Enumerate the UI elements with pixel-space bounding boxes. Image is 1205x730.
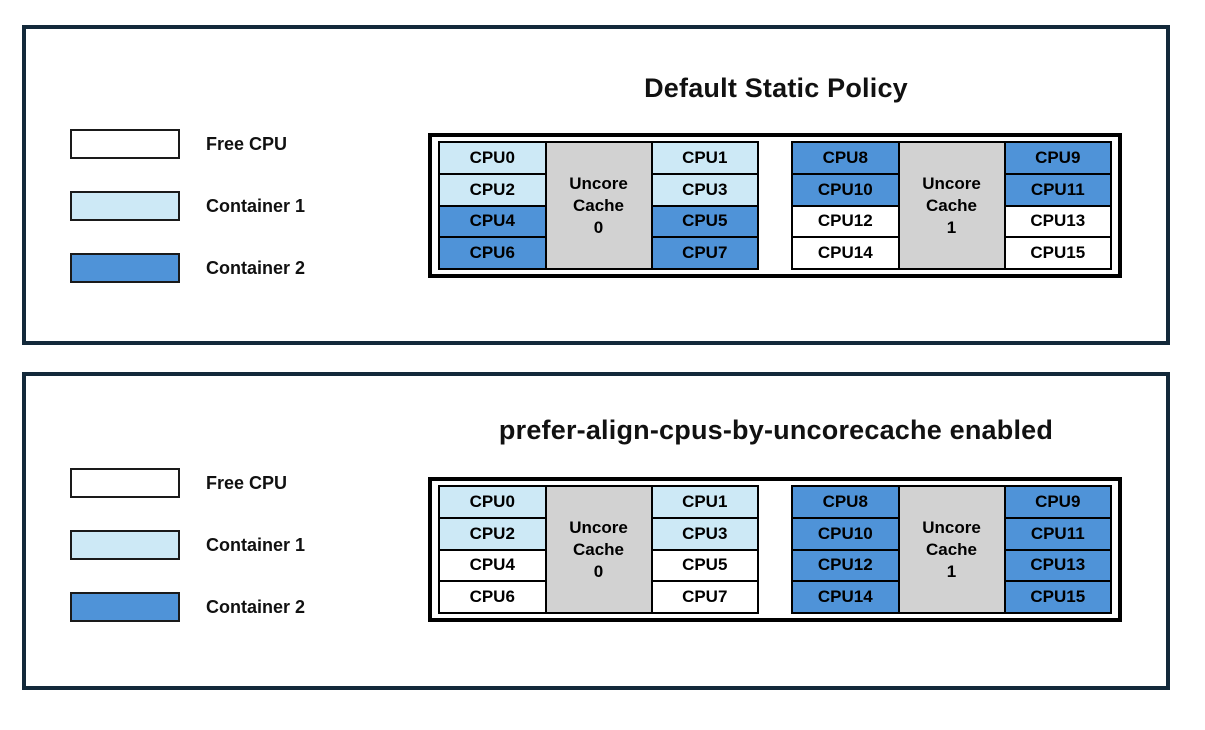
cpu-column-left: CPU0 CPU2 CPU4 CPU6 bbox=[438, 141, 547, 270]
cpu-cell-cpu8: CPU8 bbox=[791, 485, 900, 519]
uncore-cache-1-group: CPU8 CPU10 CPU12 CPU14 Uncore Cache 1 CP… bbox=[791, 141, 1112, 270]
cpu-cell-cpu3: CPU3 bbox=[650, 172, 759, 207]
legend-label-container-2: Container 2 bbox=[206, 596, 306, 617]
legend-label-container-1: Container 1 bbox=[206, 534, 306, 555]
legend-label-free-cpu: Free CPU bbox=[206, 472, 288, 493]
uncore-cache-0-box: Uncore Cache 0 bbox=[544, 485, 653, 614]
cpu-cell-cpu5: CPU5 bbox=[650, 204, 759, 239]
cpu-column-right: CPU9 CPU11 CPU13 CPU15 bbox=[1003, 485, 1112, 614]
uncore-cache-0-box: Uncore Cache 0 bbox=[544, 141, 653, 270]
legend-swatch-container-1 bbox=[70, 530, 180, 560]
cpu-cell-cpu5: CPU5 bbox=[650, 548, 759, 583]
cpu-cell-cpu12: CPU12 bbox=[791, 548, 900, 583]
panel-title: Default Static Policy bbox=[644, 73, 908, 103]
cpu-column-right: CPU1 CPU3 CPU5 CPU7 bbox=[650, 141, 759, 270]
cpu-cell-cpu9: CPU9 bbox=[1003, 485, 1112, 519]
cpu-cell-cpu0: CPU0 bbox=[438, 485, 547, 519]
cpu-cell-cpu11: CPU11 bbox=[1003, 172, 1112, 207]
uncore-cache-1-box: Uncore Cache 1 bbox=[897, 485, 1006, 614]
cpu-cell-cpu7: CPU7 bbox=[650, 580, 759, 614]
uncore-cache-1-box: Uncore Cache 1 bbox=[897, 141, 1006, 270]
cpu-cell-cpu10: CPU10 bbox=[791, 516, 900, 551]
legend-swatch-container-1 bbox=[70, 191, 180, 221]
cpu-cell-cpu2: CPU2 bbox=[438, 516, 547, 551]
policy-panel-default-static: Default Static Policy Free CPU Container… bbox=[22, 25, 1170, 345]
cpu-column-left: CPU0 CPU2 CPU4 CPU6 bbox=[438, 485, 547, 614]
cpu-cell-cpu14: CPU14 bbox=[791, 580, 900, 614]
cpu-cell-cpu15: CPU15 bbox=[1003, 580, 1112, 614]
cpu-cell-cpu1: CPU1 bbox=[650, 485, 759, 519]
cpu-cell-cpu6: CPU6 bbox=[438, 236, 547, 270]
cpu-cell-cpu2: CPU2 bbox=[438, 172, 547, 207]
uncore-cache-1-group: CPU8 CPU10 CPU12 CPU14 Uncore Cache 1 CP… bbox=[791, 485, 1112, 614]
cpu-cell-cpu14: CPU14 bbox=[791, 236, 900, 270]
cpu-column-left: CPU8 CPU10 CPU12 CPU14 bbox=[791, 485, 900, 614]
legend-item-free-cpu: Free CPU bbox=[70, 129, 305, 159]
legend-label-container-1: Container 1 bbox=[206, 195, 306, 216]
cpu-cell-cpu4: CPU4 bbox=[438, 204, 547, 239]
cpu-cell-cpu9: CPU9 bbox=[1003, 141, 1112, 175]
cpu-column-right: CPU9 CPU11 CPU13 CPU15 bbox=[1003, 141, 1112, 270]
cpu-topology-diagram: CPU0 CPU2 CPU4 CPU6 Uncore Cache 0 CPU1 … bbox=[428, 477, 1122, 622]
legend-item-container-2: Container 2 bbox=[70, 592, 305, 622]
policy-panel-uncorecache-enabled: prefer-align-cpus-by-uncorecache enabled… bbox=[22, 372, 1170, 690]
legend-swatch-free-cpu bbox=[70, 468, 180, 498]
uncore-cache-0-group: CPU0 CPU2 CPU4 CPU6 Uncore Cache 0 CPU1 … bbox=[438, 485, 759, 614]
cpu-cell-cpu7: CPU7 bbox=[650, 236, 759, 270]
cpu-cell-cpu10: CPU10 bbox=[791, 172, 900, 207]
cpu-column-right: CPU1 CPU3 CPU5 CPU7 bbox=[650, 485, 759, 614]
cpu-cell-cpu1: CPU1 bbox=[650, 141, 759, 175]
legend: Free CPU Container 1 Container 2 bbox=[70, 468, 305, 654]
legend-item-container-1: Container 1 bbox=[70, 530, 305, 560]
uncore-cache-0-group: CPU0 CPU2 CPU4 CPU6 Uncore Cache 0 CPU1 … bbox=[438, 141, 759, 270]
cpu-cell-cpu12: CPU12 bbox=[791, 204, 900, 239]
legend-item-container-1: Container 1 bbox=[70, 191, 305, 221]
cpu-column-left: CPU8 CPU10 CPU12 CPU14 bbox=[791, 141, 900, 270]
cpu-cell-cpu8: CPU8 bbox=[791, 141, 900, 175]
cpu-cell-cpu6: CPU6 bbox=[438, 580, 547, 614]
cpu-cell-cpu15: CPU15 bbox=[1003, 236, 1112, 270]
legend: Free CPU Container 1 Container 2 bbox=[70, 129, 305, 315]
cpu-topology-diagram: CPU0 CPU2 CPU4 CPU6 Uncore Cache 0 CPU1 … bbox=[428, 133, 1122, 278]
cpu-cell-cpu3: CPU3 bbox=[650, 516, 759, 551]
cpu-cell-cpu4: CPU4 bbox=[438, 548, 547, 583]
legend-swatch-free-cpu bbox=[70, 129, 180, 159]
legend-swatch-container-2 bbox=[70, 253, 180, 283]
cpu-cell-cpu13: CPU13 bbox=[1003, 204, 1112, 239]
legend-label-container-2: Container 2 bbox=[206, 257, 306, 278]
legend-swatch-container-2 bbox=[70, 592, 180, 622]
cpu-cell-cpu13: CPU13 bbox=[1003, 548, 1112, 583]
cpu-cell-cpu11: CPU11 bbox=[1003, 516, 1112, 551]
legend-label-free-cpu: Free CPU bbox=[206, 133, 288, 154]
cpu-cell-cpu0: CPU0 bbox=[438, 141, 547, 175]
legend-item-container-2: Container 2 bbox=[70, 253, 305, 283]
legend-item-free-cpu: Free CPU bbox=[70, 468, 305, 498]
panel-title: prefer-align-cpus-by-uncorecache enabled bbox=[498, 415, 1054, 445]
